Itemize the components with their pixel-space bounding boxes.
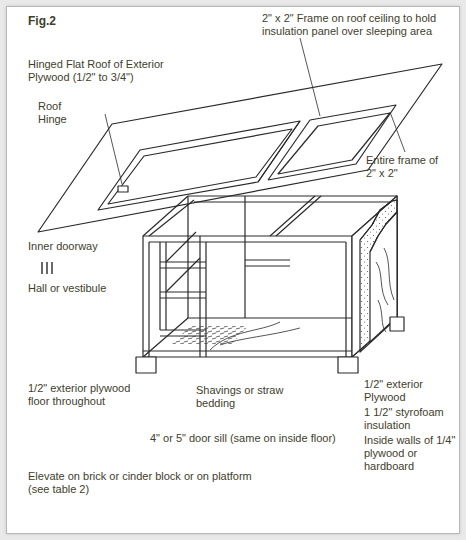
part-label: Hinged Flat Roof of Exterior Plywood (1/…: [28, 58, 203, 84]
part-label: Shavings or straw bedding: [196, 384, 306, 410]
part-label: Roof Hinge: [38, 100, 80, 126]
part-label: Inner doorway: [28, 240, 148, 253]
part-label: 1/2" exterior Plywood: [364, 378, 454, 404]
part-label: 4" or 5" door sill (same on inside floor…: [150, 432, 340, 445]
part-label: Inside walls of 1/4" plywood or hardboar…: [364, 434, 456, 473]
part-label: 1/2" exterior plywood floor throughout: [28, 382, 153, 408]
part-label: Entire frame of 2" x 2": [366, 154, 451, 180]
part-label: 2" x 2" Frame on roof ceiling to hold in…: [262, 12, 447, 38]
part-label: Hall or vestibule: [28, 282, 148, 295]
figure-title: Fig.2: [28, 14, 56, 28]
part-label: Elevate on brick or cinder block or on p…: [28, 470, 268, 496]
part-label: 1 1/2" styrofoam insulation: [364, 406, 454, 432]
